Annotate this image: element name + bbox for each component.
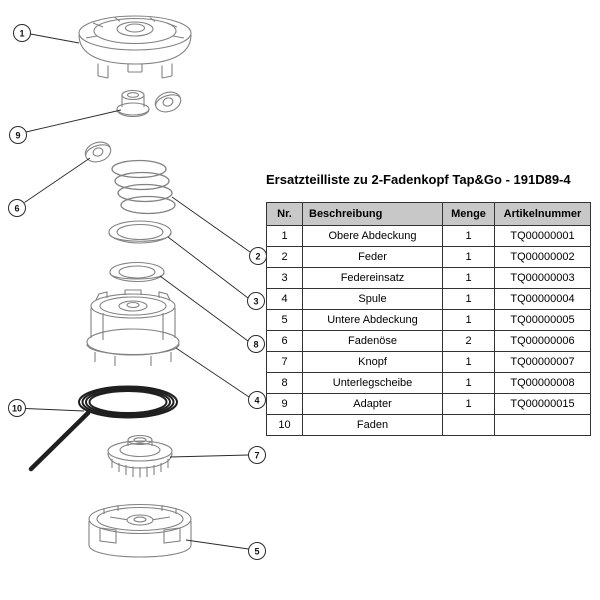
cell-artikelnummer: TQ00000004 (494, 288, 591, 310)
callout-6: 6 (8, 199, 26, 217)
table-row: 10 Faden (266, 414, 591, 436)
cell-nr: 4 (266, 288, 303, 310)
cell-menge: 1 (442, 246, 495, 268)
cell-beschreibung: Unterlegscheibe (302, 372, 443, 394)
cell-nr: 6 (266, 330, 303, 352)
cell-artikelnummer: TQ00000002 (494, 246, 591, 268)
table-row: 7 Knopf 1 TQ00000007 (266, 351, 591, 373)
cell-beschreibung: Feder (302, 246, 443, 268)
cell-nr: 3 (266, 267, 303, 289)
part-feder (111, 159, 176, 215)
callout-leader-lines (24, 33, 251, 550)
table-row: 8 Unterlegscheibe 1 TQ00000008 (266, 372, 591, 394)
cell-artikelnummer: TQ00000001 (494, 225, 591, 247)
table-row: 4 Spule 1 TQ00000004 (266, 288, 591, 310)
table-row: 9 Adapter 1 TQ00000015 (266, 393, 591, 415)
cell-menge (442, 414, 495, 436)
part-faden (28, 385, 178, 472)
cell-menge: 1 (442, 393, 495, 415)
cell-menge: 1 (442, 288, 495, 310)
callout-5: 5 (248, 542, 266, 560)
cell-beschreibung: Faden (302, 414, 443, 436)
cell-nr: 10 (266, 414, 303, 436)
cell-artikelnummer: TQ00000005 (494, 309, 591, 331)
cell-menge: 1 (442, 372, 495, 394)
cell-beschreibung: Adapter (302, 393, 443, 415)
svg-text:1: 1 (19, 28, 24, 38)
col-header-artikelnummer: Artikelnummer (494, 202, 591, 226)
col-header-menge: Menge (442, 202, 495, 226)
cell-nr: 1 (266, 225, 303, 247)
part-untere-abdeckung (88, 503, 192, 558)
cell-artikelnummer: TQ00000003 (494, 267, 591, 289)
cell-beschreibung: Fadenöse (302, 330, 443, 352)
callout-7: 7 (248, 446, 266, 464)
callout-4: 4 (248, 391, 266, 409)
svg-text:6: 6 (14, 203, 19, 213)
svg-text:9: 9 (15, 130, 20, 140)
part-knopf (107, 434, 173, 478)
cell-artikelnummer (494, 414, 591, 436)
part-adapter (116, 89, 150, 118)
table-row: 6 Fadenöse 2 TQ00000006 (266, 330, 591, 352)
part-spule (86, 289, 180, 366)
svg-text:4: 4 (254, 395, 259, 405)
cell-beschreibung: Obere Abdeckung (302, 225, 443, 247)
callout-2: 2 (249, 247, 267, 265)
cell-beschreibung: Federeinsatz (302, 267, 443, 289)
cell-beschreibung: Knopf (302, 351, 443, 373)
callouts: 1 9 6 2 3 8 4 (8, 24, 267, 560)
table-row: 3 Federeinsatz 1 TQ00000003 (266, 267, 591, 289)
callout-3: 3 (247, 292, 265, 310)
part-federeinsatz (108, 220, 172, 244)
svg-text:5: 5 (254, 546, 259, 556)
svg-text:3: 3 (253, 296, 258, 306)
cell-artikelnummer: TQ00000015 (494, 393, 591, 415)
svg-text:10: 10 (12, 403, 22, 413)
table-row: 1 Obere Abdeckung 1 TQ00000001 (266, 225, 591, 247)
part-fadenoese (84, 91, 182, 163)
cell-nr: 8 (266, 372, 303, 394)
cell-menge: 2 (442, 330, 495, 352)
cell-menge: 1 (442, 225, 495, 247)
part-obere-abdeckung (78, 15, 192, 79)
cell-nr: 2 (266, 246, 303, 268)
svg-text:2: 2 (255, 251, 260, 261)
cell-beschreibung: Spule (302, 288, 443, 310)
col-header-nr: Nr. (266, 202, 303, 226)
cell-artikelnummer: TQ00000006 (494, 330, 591, 352)
cell-nr: 7 (266, 351, 303, 373)
svg-text:8: 8 (253, 339, 258, 349)
table-row: 5 Untere Abdeckung 1 TQ00000005 (266, 309, 591, 331)
part-unterlegscheibe (109, 261, 165, 283)
table-header-row: Nr. Beschreibung Menge Artikelnummer (266, 202, 591, 226)
parts-table: Nr. Beschreibung Menge Artikelnummer 1 O… (266, 202, 591, 436)
cell-menge: 1 (442, 309, 495, 331)
table-row: 2 Feder 1 TQ00000002 (266, 246, 591, 268)
cell-artikelnummer: TQ00000007 (494, 351, 591, 373)
cell-nr: 9 (266, 393, 303, 415)
callout-10: 10 (8, 399, 26, 417)
svg-text:7: 7 (254, 450, 259, 460)
parts-list-title: Ersatzteilliste zu 2-Fadenkopf Tap&Go - … (266, 172, 571, 187)
callout-9: 9 (9, 126, 27, 144)
cell-artikelnummer: TQ00000008 (494, 372, 591, 394)
callout-8: 8 (247, 335, 265, 353)
cell-beschreibung: Untere Abdeckung (302, 309, 443, 331)
cell-menge: 1 (442, 267, 495, 289)
callout-1: 1 (13, 24, 31, 42)
col-header-beschreibung: Beschreibung (302, 202, 443, 226)
cell-nr: 5 (266, 309, 303, 331)
cell-menge: 1 (442, 351, 495, 373)
